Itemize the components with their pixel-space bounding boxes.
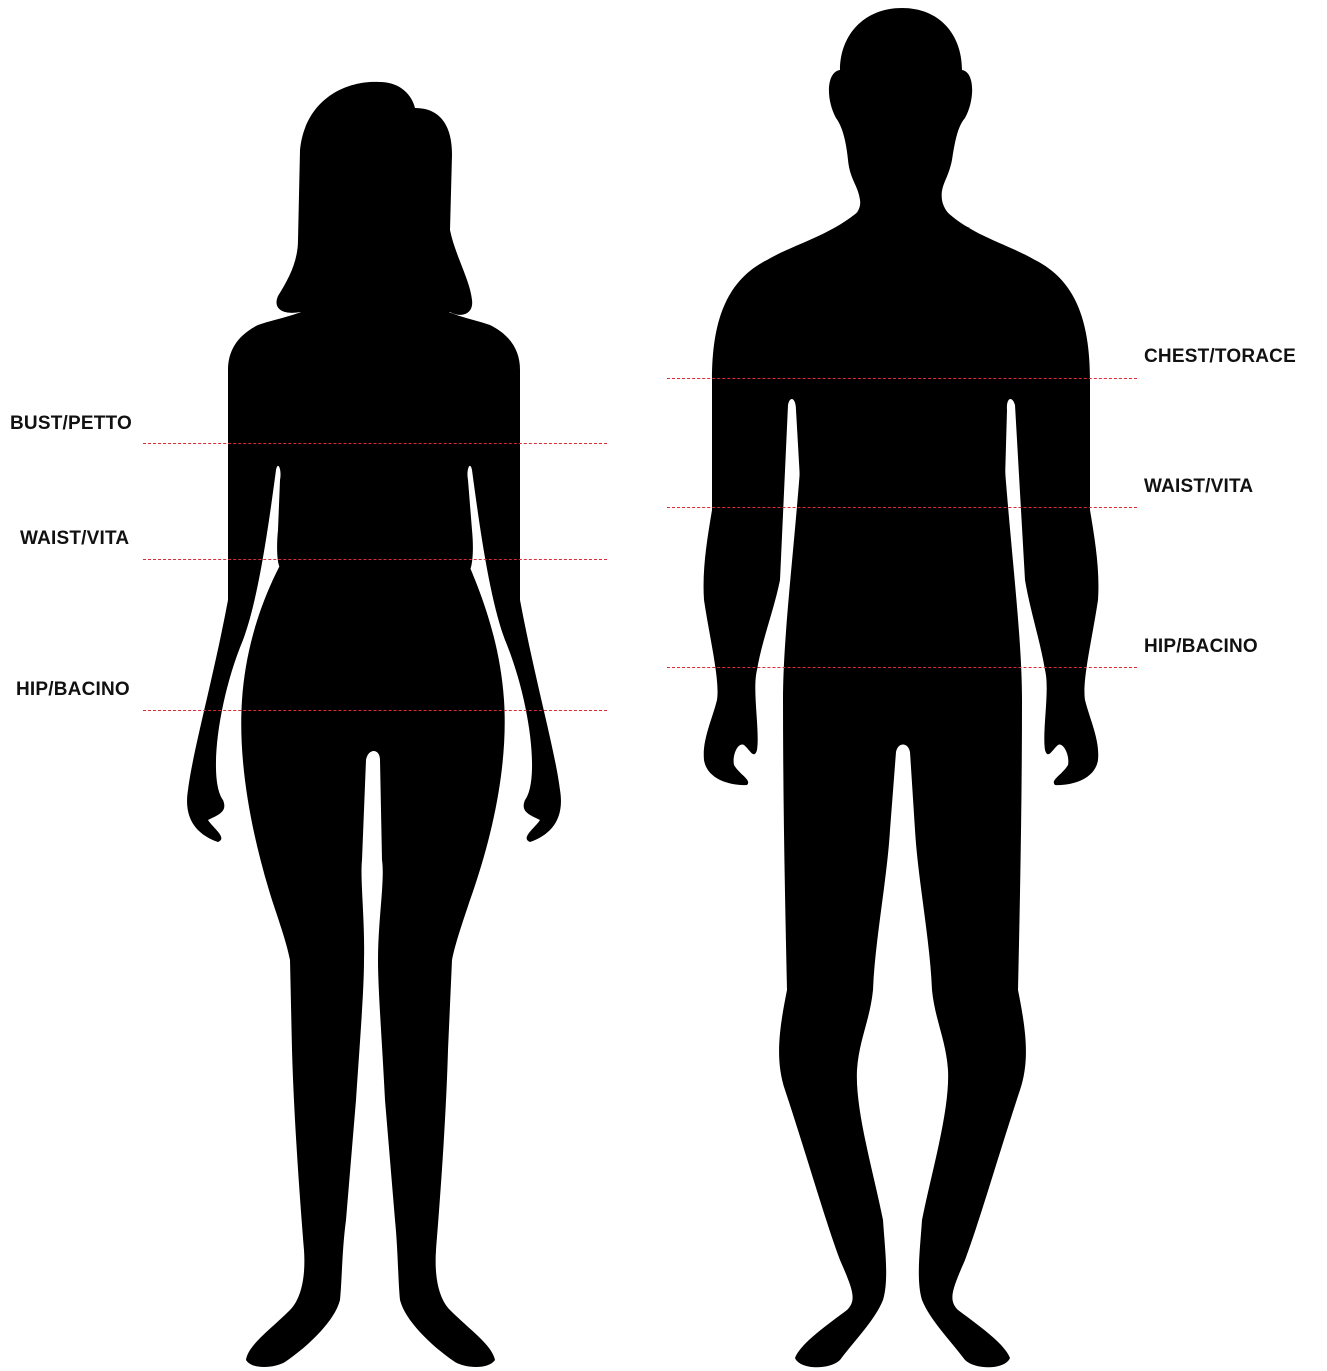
- male-legs: [779, 470, 1026, 1367]
- male-chest-line: [667, 378, 1137, 379]
- male-hip-line: [667, 667, 1137, 668]
- male-head: [829, 8, 972, 228]
- female-bust-line: [143, 443, 607, 444]
- male-waist-label: WAIST/VITA: [1144, 477, 1253, 496]
- female-legs: [241, 556, 504, 1367]
- female-hip-label: HIP/BACINO: [16, 680, 130, 699]
- female-bust-label: BUST/PETTO: [10, 414, 132, 433]
- female-hip-line: [143, 710, 607, 711]
- male-hip-label: HIP/BACINO: [1144, 637, 1258, 656]
- female-silhouette: [187, 82, 561, 1367]
- male-chest-label: CHEST/TORACE: [1144, 347, 1296, 366]
- male-silhouette: [704, 8, 1099, 1367]
- female-waist-line: [143, 559, 607, 560]
- female-hair: [277, 82, 473, 315]
- male-waist-line: [667, 507, 1137, 508]
- female-waist-label: WAIST/VITA: [20, 529, 129, 548]
